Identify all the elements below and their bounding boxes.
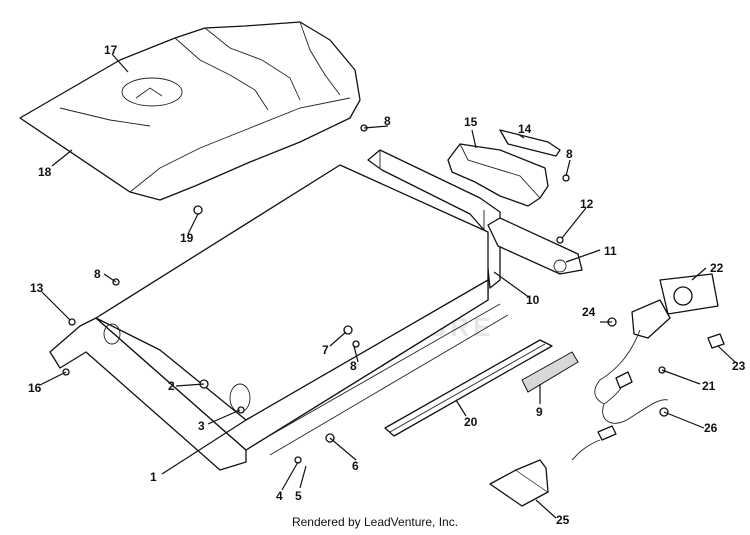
callout-7: 7 bbox=[322, 343, 329, 357]
callout-6: 6 bbox=[352, 459, 359, 473]
callout-24: 24 bbox=[582, 305, 596, 319]
credit-footer: Rendered by LeadVenture, Inc. bbox=[291, 515, 459, 529]
callout-2: 2 bbox=[168, 379, 175, 393]
callout-5: 5 bbox=[295, 489, 302, 503]
callout-14: 14 bbox=[518, 122, 532, 136]
hood-cover-part bbox=[19, 21, 361, 201]
trim-strip-part bbox=[384, 339, 553, 437]
callout-4: 4 bbox=[276, 489, 283, 503]
mount-plate-part bbox=[489, 459, 549, 507]
callout-26: 26 bbox=[704, 421, 718, 435]
callout-3: 3 bbox=[198, 419, 205, 433]
callout-11: 11 bbox=[604, 244, 617, 258]
callout-21: 21 bbox=[702, 379, 716, 393]
callout-9: 9 bbox=[536, 405, 543, 419]
callout-12: 12 bbox=[580, 197, 594, 211]
callout-8d: 8 bbox=[350, 359, 357, 373]
callout-16: 16 bbox=[28, 381, 42, 395]
callout-10: 10 bbox=[526, 293, 540, 307]
callout-8a: 8 bbox=[384, 114, 391, 128]
tail-lamp-part bbox=[631, 273, 725, 349]
front-bracket-part bbox=[447, 129, 561, 207]
callout-19: 19 bbox=[180, 231, 194, 245]
callout-8b: 8 bbox=[566, 147, 573, 161]
callout-20: 20 bbox=[464, 415, 478, 429]
callout-22: 22 bbox=[710, 261, 724, 275]
callout-25: 25 bbox=[556, 513, 570, 527]
callout-1: 1 bbox=[150, 470, 157, 484]
reflector-part bbox=[521, 351, 579, 393]
wiring-harness-part bbox=[571, 329, 669, 461]
leader-lines bbox=[39, 53, 736, 519]
callout-23: 23 bbox=[732, 359, 746, 373]
callout-18: 18 bbox=[38, 165, 52, 179]
callout-17: 17 bbox=[104, 43, 118, 57]
callout-13: 13 bbox=[30, 281, 44, 295]
callout-15: 15 bbox=[464, 115, 478, 129]
rear-bracket-part bbox=[487, 217, 583, 275]
callout-8c: 8 bbox=[94, 267, 101, 281]
callout-labels: 1 2 3 4 5 6 7 8 8 8 8 9 10 11 12 13 14 1… bbox=[28, 43, 746, 527]
main-body-part bbox=[49, 164, 509, 471]
